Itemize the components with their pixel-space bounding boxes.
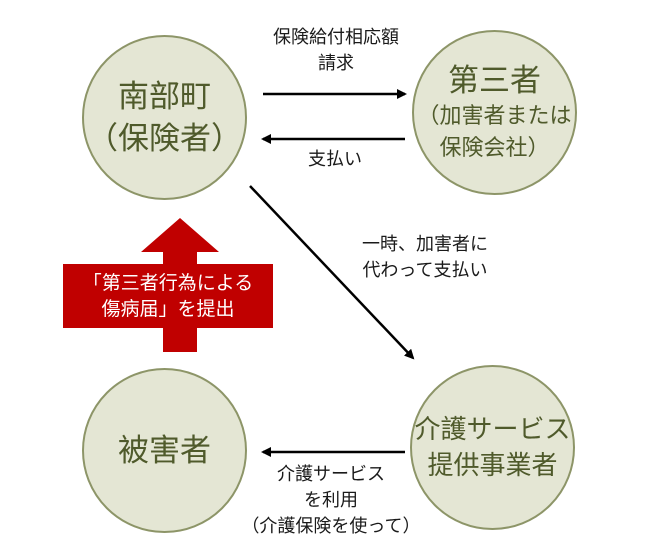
node-town-title: 南部町 [118, 78, 211, 115]
callout-line1: 「第三者行為による [82, 272, 254, 294]
edge-label-claim-line2: 請求 [318, 53, 354, 74]
edge-label-temp-payment-line2: 代わって支払い [362, 260, 488, 281]
node-victim-title: 被害者 [118, 432, 211, 469]
node-third-party: 第三者 （加害者または 保険会社） [412, 30, 577, 195]
node-third-party-subtitle-2: 保険会社） [439, 135, 550, 161]
edge-label-temp-payment: 一時、加害者に 代わって支払い [345, 232, 505, 284]
node-victim: 被害者 [82, 368, 247, 533]
edge-label-payment-line1: 支払い [308, 149, 362, 170]
arrow-temp-payment [249, 185, 415, 360]
edge-label-claim-line1: 保険給付相応額 [273, 27, 399, 48]
edge-label-service-use: 介護サービス を利用 （介護保険を使って） [226, 462, 436, 540]
node-third-party-subtitle-1: （加害者または [417, 103, 572, 129]
callout-line2: 傷病届」を提出 [101, 298, 235, 320]
node-provider: 介護サービス 提供事業者 [410, 365, 575, 530]
edge-label-service-use-line2: を利用 [304, 490, 358, 511]
node-provider-title-1: 介護サービス [414, 414, 571, 445]
edge-label-payment: 支払い [290, 147, 380, 173]
edge-label-claim: 保険給付相応額 請求 [246, 25, 426, 77]
node-third-party-title: 第三者 [448, 62, 541, 99]
node-town-subtitle: （保険者） [87, 120, 242, 157]
callout-submit-notice: 「第三者行為による 傷病届」を提出 [63, 264, 273, 328]
edge-label-temp-payment-line1: 一時、加害者に [362, 234, 488, 255]
node-town: 南部町 （保険者） [82, 35, 247, 200]
node-provider-title-2: 提供事業者 [427, 450, 558, 481]
edge-label-service-use-line1: 介護サービス [277, 464, 385, 485]
edge-label-service-use-line3: （介護保険を使って） [241, 516, 421, 537]
